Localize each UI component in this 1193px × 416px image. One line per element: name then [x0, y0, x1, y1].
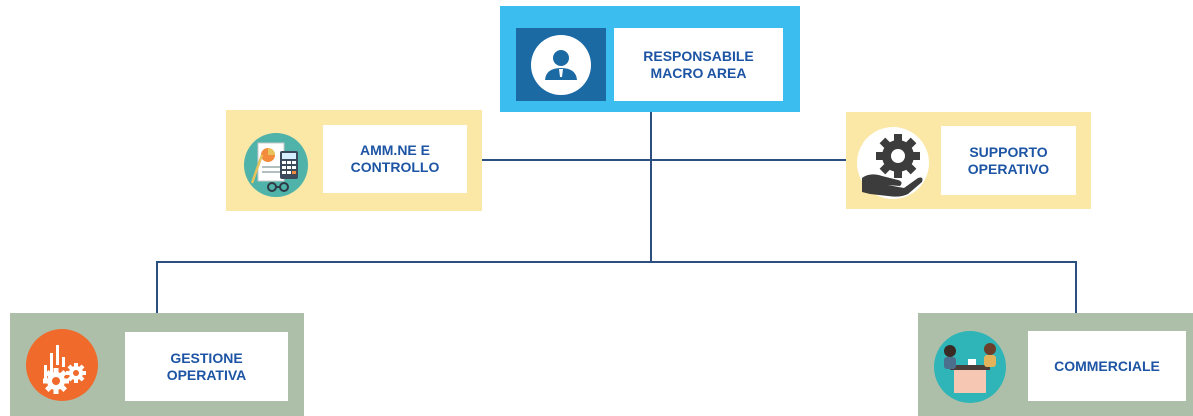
- node-label: RESPONSABILE MACRO AREA: [614, 28, 783, 101]
- node-label: SUPPORTO OPERATIVO: [941, 126, 1076, 195]
- connector-mid-horizontal: [480, 159, 847, 161]
- node-supporto-operativo: SUPPORTO OPERATIVO: [846, 112, 1091, 209]
- connector-bottom-right-drop: [1075, 261, 1077, 313]
- node-gestione-operativa: GESTIONE OPERATIVA: [10, 313, 304, 416]
- connector-bottom-left-drop: [156, 261, 158, 313]
- node-label: GESTIONE OPERATIVA: [125, 332, 288, 401]
- node-amm-ne-e-controllo: AMM.NE E CONTROLLO: [226, 110, 482, 211]
- manager-icon: [516, 28, 606, 101]
- meeting-icon: [928, 325, 1012, 409]
- connector-top-vertical: [650, 112, 652, 262]
- node-responsabile-macro-area: RESPONSABILE MACRO AREA: [500, 6, 800, 112]
- connector-bottom-horizontal: [156, 261, 1076, 263]
- operations-gears-icon: [20, 323, 104, 407]
- node-commerciale: COMMERCIALE: [918, 313, 1193, 416]
- node-label: AMM.NE E CONTROLLO: [323, 125, 467, 193]
- accounting-icon: [236, 125, 318, 207]
- node-label: COMMERCIALE: [1028, 331, 1186, 401]
- gear-hand-icon: [852, 122, 934, 204]
